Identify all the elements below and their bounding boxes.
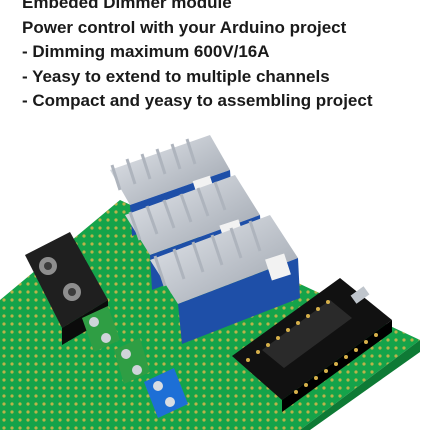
green-terminals <box>82 306 150 384</box>
caption-block: Embeded Dimmer module Power control with… <box>22 0 422 114</box>
blue-terminal <box>144 368 188 418</box>
caption-bullet-2: - Yeasy to extend to multiple channels <box>22 66 330 86</box>
product-photo <box>0 135 420 430</box>
caption-bullet-3: - Compact and yeasy to assembling projec… <box>22 91 373 110</box>
caption-title: Embeded Dimmer module <box>22 0 232 12</box>
controller-board <box>232 278 392 412</box>
dimmer-module-3 <box>150 215 300 344</box>
caption-subtitle: Power control with your Arduino project <box>22 17 347 37</box>
caption-bullet-1: - Dimming maximum 600V/16A <box>22 42 270 61</box>
